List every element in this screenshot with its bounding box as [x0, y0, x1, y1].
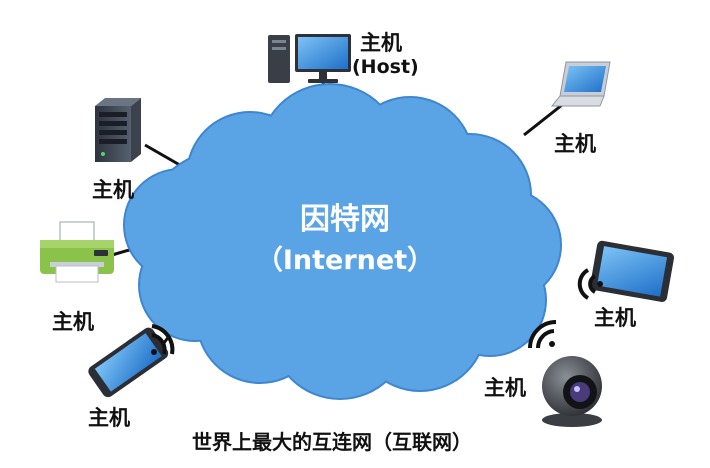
cloud-lobe	[140, 150, 320, 330]
webcam-icon	[542, 356, 602, 427]
diagram-caption: 世界上最大的互连网（互联网）	[192, 430, 472, 454]
host-label-phone: 主机	[88, 406, 130, 430]
tablet-wifi-icon	[577, 268, 603, 300]
desktop-computer-icon	[268, 34, 351, 83]
host-label-printer: 主机	[52, 310, 94, 334]
host-label-server: 主机	[92, 178, 134, 202]
internet-cloud	[123, 83, 562, 400]
phone-wifi-icon	[151, 324, 175, 355]
tablet-icon	[590, 240, 675, 302]
host-label-laptop: 主机	[554, 132, 596, 156]
camera-wifi-icon	[528, 320, 557, 349]
smartphone-icon	[88, 327, 169, 398]
cloud-title: 因特网	[300, 202, 390, 237]
cloud-lobe	[360, 160, 540, 340]
printer-icon	[40, 221, 114, 283]
host-label-camera: 主机	[484, 376, 526, 400]
host-label-desktop: 主机	[360, 31, 402, 55]
line-laptop	[523, 103, 563, 137]
laptop-icon	[550, 61, 611, 107]
cloud-subtitle: （Internet）	[255, 245, 435, 276]
host-label-tablet: 主机	[594, 306, 636, 330]
host-sublabel-desktop: (Host)	[352, 56, 419, 78]
server-tower-icon	[95, 98, 141, 162]
